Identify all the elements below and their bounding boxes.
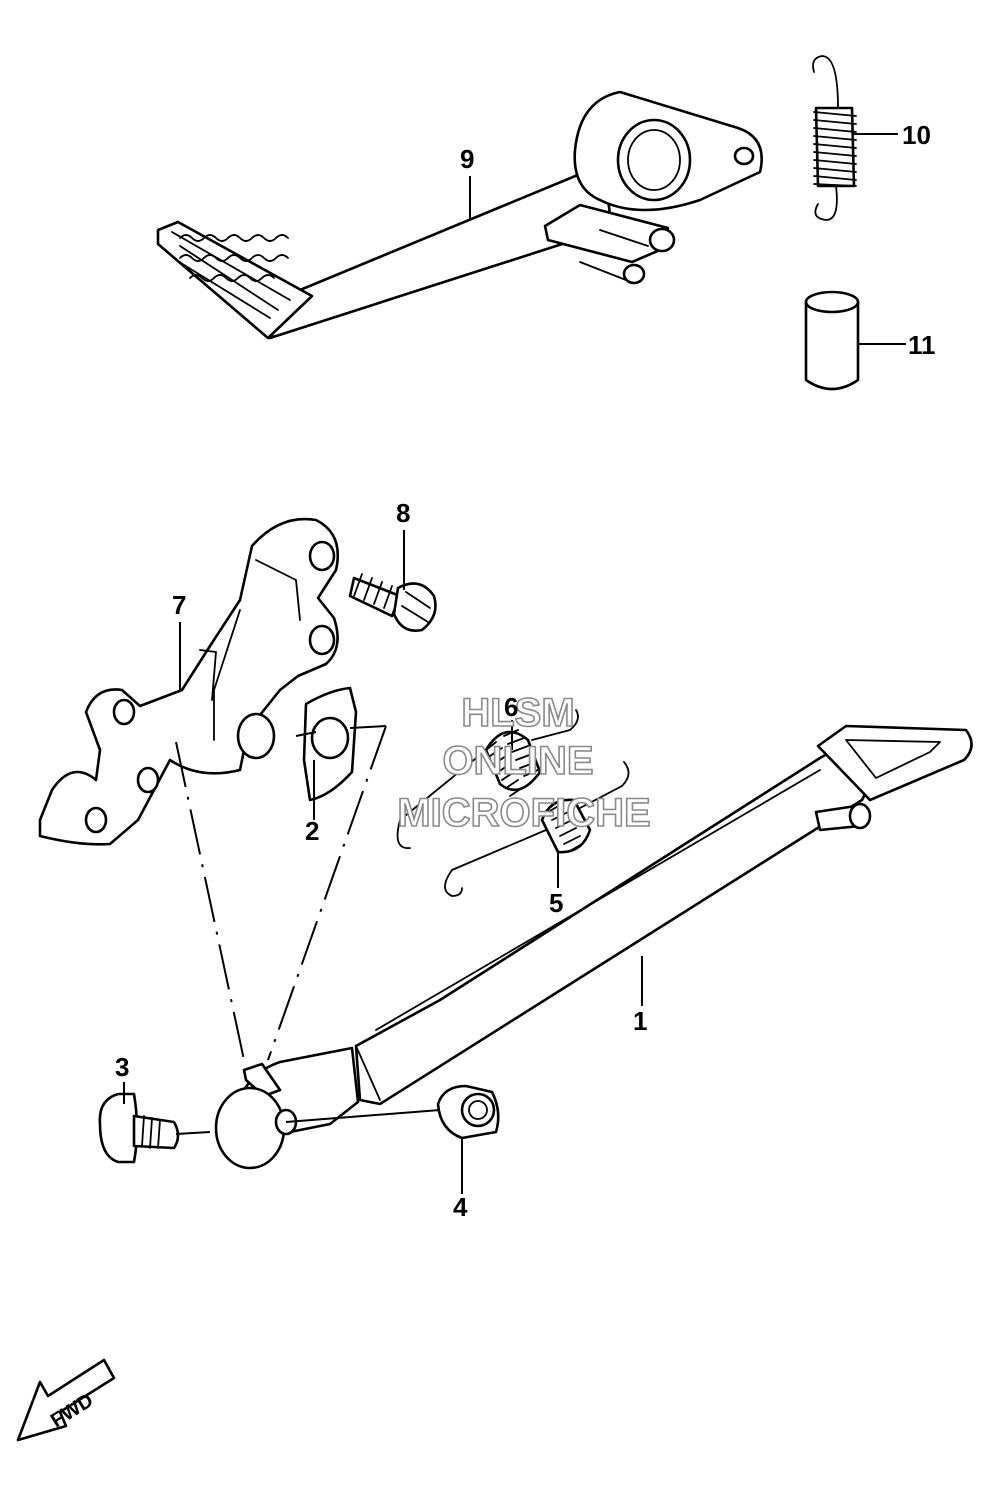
callout-7[interactable]: 7: [172, 590, 186, 620]
callout-11[interactable]: 11: [908, 330, 936, 360]
callout-3[interactable]: 3: [115, 1052, 129, 1082]
part-3-bolt[interactable]: [98, 1092, 180, 1164]
fwd-arrow-icon: FWD: [16, 1358, 116, 1442]
part-1-stand[interactable]: [214, 724, 973, 1170]
assembly-lines: [175, 725, 441, 1135]
watermark: HLSM ONLINE MICROFICHE: [397, 690, 652, 836]
part-10-spring[interactable]: [812, 55, 857, 221]
part-9-pedal[interactable]: [156, 90, 763, 340]
watermark-line-1: HLSM: [461, 691, 574, 735]
watermark-line-2: ONLINE: [442, 739, 593, 783]
part-8-bolt[interactable]: [348, 573, 437, 632]
callout-6[interactable]: 6: [504, 692, 518, 722]
callout-2[interactable]: 2: [305, 816, 319, 846]
part-2-washer[interactable]: [302, 686, 358, 802]
callout-1[interactable]: 1: [633, 1006, 647, 1036]
callout-5[interactable]: 5: [549, 888, 563, 918]
callout-8[interactable]: 8: [396, 498, 410, 528]
callout-10[interactable]: 10: [902, 120, 931, 150]
callouts: 9 10 11 8 7 6 2 5 1 3 4: [115, 120, 936, 1222]
leader-lines: [123, 133, 906, 1194]
callout-9[interactable]: 9: [460, 144, 474, 174]
part-6-spring[interactable]: [396, 709, 579, 849]
part-7-bracket[interactable]: [38, 517, 340, 846]
part-4-nut[interactable]: [436, 1084, 500, 1140]
part-11-sleeve[interactable]: [804, 290, 860, 391]
part-5-spring[interactable]: [444, 761, 630, 897]
callout-4[interactable]: 4: [453, 1192, 468, 1222]
watermark-line-3: MICROFICHE: [397, 791, 650, 835]
